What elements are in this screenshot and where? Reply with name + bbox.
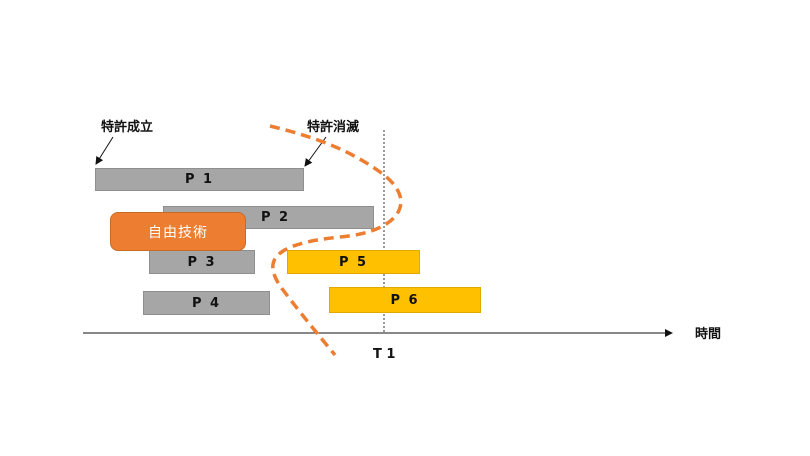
patent-bar-label: P 6 [390, 292, 420, 308]
patent-bar-p6: P 6 [329, 287, 481, 313]
patent-grant-label: 特許成立 [101, 120, 154, 135]
patent-bar-p1: P 1 [95, 168, 304, 191]
free-technology-box: 自由技術 [110, 212, 246, 251]
patent-bar-p5: P 5 [287, 250, 420, 274]
patent-expiry-label: 特許消滅 [307, 120, 360, 135]
patent-bar-label: P 1 [184, 172, 215, 187]
patent-grant-arrow [95, 136, 114, 165]
t1-label: T 1 [373, 347, 396, 362]
patent-bar-label: P 5 [338, 254, 369, 270]
patent-bar-p4: P 4 [143, 291, 270, 315]
patent-bar-label: P 4 [191, 295, 222, 311]
free-technology-label: 自由技術 [148, 224, 208, 241]
patent-bar-label: P 2 [260, 210, 291, 225]
expiry-boundary-line [269, 124, 403, 357]
time-axis-label: 時間 [695, 327, 722, 342]
patent-bar-label: P 3 [187, 254, 217, 270]
